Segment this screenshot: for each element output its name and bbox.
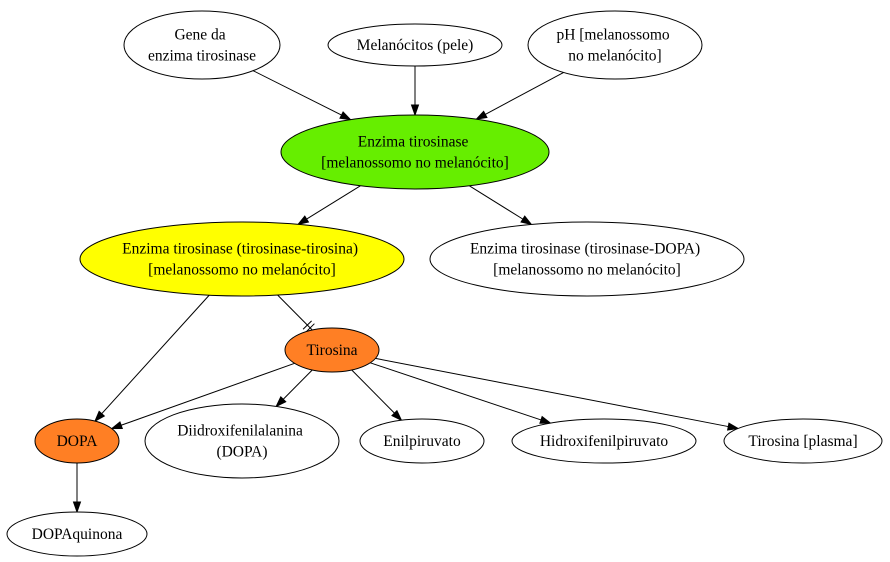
node-hidroxifenilpiruvato[interactable]: Hidroxifenilpiruvato (511, 418, 697, 464)
node-enilpiruvato-shape (359, 418, 485, 464)
node-gene-label-line: enzima tirosinase (148, 48, 256, 65)
node-enzima-tirosinase-dopa-shape (429, 221, 745, 297)
node-dopaquinona-label-line: DOPAquinona (32, 526, 123, 543)
node-tirosina-plasma[interactable]: Tirosina [plasma] (723, 418, 883, 464)
edge-line (306, 185, 361, 220)
node-enzima-tirosinase-tirosina-label-line: [melanossomo no melanócito] (148, 262, 336, 279)
arrowhead (539, 415, 552, 424)
node-enzima-tirosinase-dopa-label: Enzima tirosinase (tirosinase-DOPA) [mel… (470, 241, 704, 279)
node-enilpiruvato-label-line: Enilpiruvato (383, 433, 461, 450)
arrowhead (275, 395, 287, 408)
edge-tirosina-to-tirosina_plasma (375, 357, 740, 431)
arrowhead (726, 422, 740, 431)
edge-melanocitos-to-enzima (410, 66, 420, 117)
arrowhead (475, 110, 488, 120)
node-ph-shape (527, 10, 703, 80)
node-dopa-shape (34, 418, 120, 464)
node-enilpiruvato[interactable]: Enilpiruvato (359, 418, 485, 464)
edge-tirosina-to-diidroxi (275, 369, 313, 408)
node-melanocitos-label-line: Melanócitos (pele) (357, 37, 474, 54)
edge-tirosina-to-dopa (110, 362, 295, 430)
node-tirosina-label: Tirosina (306, 342, 357, 359)
node-gene-shape (123, 10, 281, 80)
node-ph-label-line: no melanócito] (568, 48, 661, 65)
node-melanocitos[interactable]: Melanócitos (pele) (327, 23, 503, 67)
node-enzima-tirosinase-tirosina[interactable]: Enzima tirosinase (tirosinase-tirosina) … (79, 221, 405, 297)
node-enzima-tirosinase-tirosina-label-line: Enzima tirosinase (tirosinase-tirosina) (122, 241, 358, 258)
edge-line (120, 362, 295, 426)
edge-line (351, 369, 395, 414)
edge-tirosina-to-enilpiruvato (351, 369, 403, 422)
arrowhead (94, 410, 106, 423)
edge-line (252, 70, 342, 116)
node-dopa[interactable]: DOPA (34, 418, 120, 464)
node-hidroxifenilpiruvato-shape (511, 418, 697, 464)
arrowhead (296, 215, 310, 226)
edge-line (101, 294, 210, 415)
node-enzima-tirosinase-label-line: Enzima tirosinase (358, 134, 469, 151)
node-diidroxifenilalanina-label: Diidroxifenilalanina (DOPA) (177, 423, 307, 461)
node-enzima-tirosinase-dopa-label-line: [melanossomo no melanócito] (493, 262, 681, 279)
arrowhead (520, 215, 533, 226)
arrowhead (339, 111, 352, 121)
edge-gene-to-enzima (252, 70, 352, 121)
edge-dopa-to-dopaquinona (72, 463, 82, 514)
node-ph[interactable]: pH [melanossomo no melanócito] (527, 10, 703, 80)
node-dopaquinona[interactable]: DOPAquinona (6, 511, 148, 557)
node-enzima-tirosinase-dopa-label-line: Enzima tirosinase (tirosinase-DOPA) (470, 241, 700, 258)
nodes-layer: Gene da enzima tirosinase Melanócitos (p… (6, 10, 883, 557)
node-enzima-tirosinase[interactable]: Enzima tirosinase [melanossomo no melanó… (280, 114, 550, 190)
node-hidroxifenilpiruvato-label-line: Hidroxifenilpiruvato (540, 433, 669, 450)
edge-ph-to-enzima (475, 72, 564, 120)
node-diidroxifenilalanina[interactable]: Diidroxifenilalanina (DOPA) (144, 403, 340, 479)
node-tirosina-shape (284, 327, 380, 373)
edge-enzima_tir-to-tirosina (277, 294, 315, 333)
node-diidroxifenilalanina-label-line: Diidroxifenilalanina (177, 423, 303, 440)
node-gene-label-line: Gene da (174, 27, 225, 44)
node-tirosina[interactable]: Tirosina (284, 327, 380, 373)
edge-line (375, 357, 729, 428)
node-dopa-label-line: DOPA (57, 433, 99, 450)
edge-line (277, 294, 313, 331)
node-tirosina-plasma-label: Tirosina [plasma] (748, 433, 857, 450)
node-dopa-label: DOPA (57, 433, 99, 450)
edge-enzima-to-enzima_tir (296, 185, 361, 226)
node-gene[interactable]: Gene da enzima tirosinase (123, 10, 281, 80)
node-diidroxifenilalanina-shape (144, 403, 340, 479)
inhibition-bar (302, 320, 312, 330)
edge-line (469, 185, 524, 220)
node-enzima-tirosinase-shape (280, 114, 550, 190)
node-enilpiruvato-label: Enilpiruvato (383, 433, 461, 450)
edge-line (370, 362, 542, 421)
node-melanocitos-shape (327, 23, 503, 67)
arrowhead (110, 421, 124, 430)
node-tirosina-plasma-shape (723, 418, 883, 464)
arrowhead (72, 501, 82, 514)
node-enzima-tirosinase-tirosina-label: Enzima tirosinase (tirosinase-tirosina) … (122, 241, 362, 279)
arrowhead (391, 409, 403, 422)
node-enzima-tirosinase-label: Enzima tirosinase [melanossomo no melanó… (321, 134, 509, 172)
node-enzima-tirosinase-label-line: [melanossomo no melanócito] (321, 155, 509, 172)
node-dopaquinona-shape (6, 511, 148, 557)
edge-line (282, 369, 313, 400)
node-enzima-tirosinase-tirosina-shape (79, 221, 405, 297)
edge-tirosina-to-hidroxi (370, 362, 552, 424)
node-dopaquinona-label: DOPAquinona (32, 526, 123, 543)
node-tirosina-label-line: Tirosina (306, 342, 357, 359)
node-gene-label: Gene da enzima tirosinase (148, 27, 256, 65)
node-hidroxifenilpiruvato-label: Hidroxifenilpiruvato (540, 433, 669, 450)
node-melanocitos-label: Melanócitos (pele) (357, 37, 474, 54)
node-tirosina-plasma-label-line: Tirosina [plasma] (748, 433, 857, 450)
edge-enzima-to-enzima_dopa (469, 185, 533, 226)
edge-line (485, 72, 564, 115)
node-diidroxifenilalanina-label-line: (DOPA) (216, 444, 267, 461)
arrowhead (410, 104, 420, 117)
node-ph-label-line: pH [melanossomo (556, 27, 669, 44)
node-enzima-tirosinase-dopa[interactable]: Enzima tirosinase (tirosinase-DOPA) [mel… (429, 221, 745, 297)
edge-enzima_tir-to-dopa (94, 294, 210, 423)
node-ph-label: pH [melanossomo no melanócito] (556, 27, 673, 65)
edges-layer (72, 66, 740, 514)
